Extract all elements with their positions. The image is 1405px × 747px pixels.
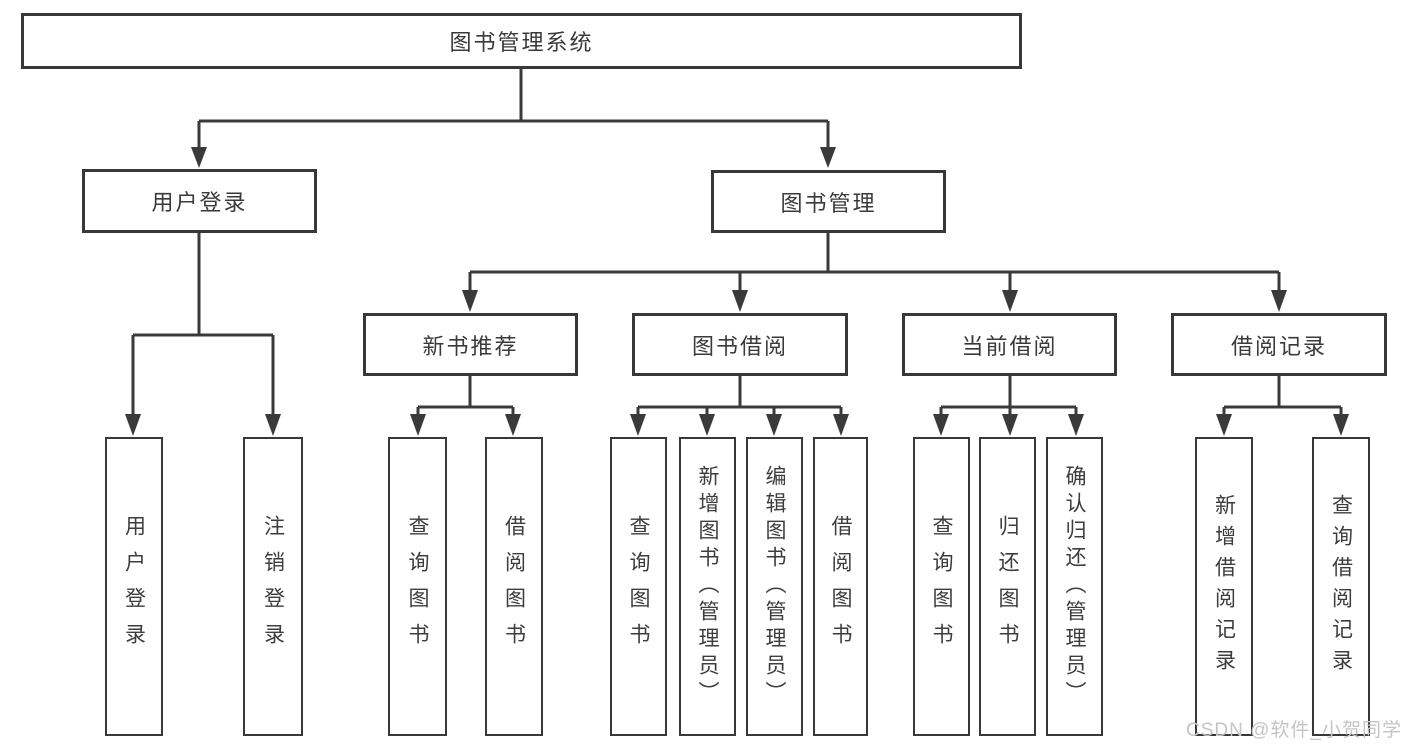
leaf-user-login: 用户登录: [105, 437, 163, 736]
leaf-return-book: 归还图书: [979, 437, 1036, 736]
leaf-return-book-label: 归还图书: [996, 514, 1019, 659]
leaf-add-book-admin: 新增图书（管理员）: [679, 437, 736, 736]
node-book-borrow-label: 图书借阅: [691, 333, 788, 359]
watermark: CSDN @软件_小贺同学: [1186, 720, 1402, 741]
node-book-management: 图书管理: [711, 170, 946, 233]
leaf-query-book-1: 查询图书: [388, 437, 447, 736]
leaf-edit-book-admin-label: 编辑图书（管理员）: [763, 465, 786, 708]
leaf-logout-label: 注销登录: [261, 514, 285, 659]
node-borrow-record: 借阅记录: [1171, 313, 1387, 376]
node-root-label: 图书管理系统: [449, 30, 594, 55]
leaf-borrow-book-2: 借阅图书: [813, 437, 868, 736]
leaf-confirm-return-admin-label: 确认归还（管理员）: [1063, 465, 1086, 708]
node-user-login: 用户登录: [82, 169, 317, 233]
node-current-borrow-label: 当前借阅: [961, 333, 1058, 359]
leaf-borrow-book-2-label: 借阅图书: [829, 514, 852, 659]
leaf-query-book-2: 查询图书: [610, 437, 667, 736]
leaf-edit-book-admin: 编辑图书（管理员）: [746, 437, 803, 736]
leaf-borrow-book-1: 借阅图书: [485, 437, 543, 736]
leaf-add-book-admin-label: 新增图书（管理员）: [696, 465, 719, 708]
leaf-add-borrow-record: 新增借阅记录: [1195, 437, 1253, 736]
leaf-query-book-3-label: 查询图书: [930, 514, 953, 659]
connector-paths: [131, 69, 1343, 419]
node-book-management-label: 图书管理: [780, 190, 877, 216]
node-new-book-recommend-label: 新书推荐: [422, 333, 519, 359]
node-new-book-recommend: 新书推荐: [363, 313, 578, 376]
leaf-query-book-3: 查询图书: [913, 437, 970, 736]
node-current-borrow: 当前借阅: [902, 313, 1117, 376]
node-borrow-record-label: 借阅记录: [1230, 333, 1327, 359]
leaf-confirm-return-admin: 确认归还（管理员）: [1046, 437, 1103, 736]
arrowheads: [125, 147, 1349, 436]
node-root-system: 图书管理系统: [21, 13, 1022, 69]
leaf-borrow-book-1-label: 借阅图书: [502, 514, 526, 659]
node-user-login-label: 用户登录: [151, 190, 248, 215]
leaf-user-login-label: 用户登录: [122, 514, 146, 659]
leaf-query-borrow-record-label: 查询借阅记录: [1329, 493, 1353, 680]
leaf-query-book-1-label: 查询图书: [406, 514, 429, 659]
node-book-borrow: 图书借阅: [632, 313, 848, 376]
leaf-query-borrow-record: 查询借阅记录: [1312, 437, 1370, 736]
leaf-add-borrow-record-label: 新增借阅记录: [1212, 493, 1236, 680]
leaf-query-book-2-label: 查询图书: [627, 514, 650, 659]
leaf-logout: 注销登录: [243, 437, 303, 736]
